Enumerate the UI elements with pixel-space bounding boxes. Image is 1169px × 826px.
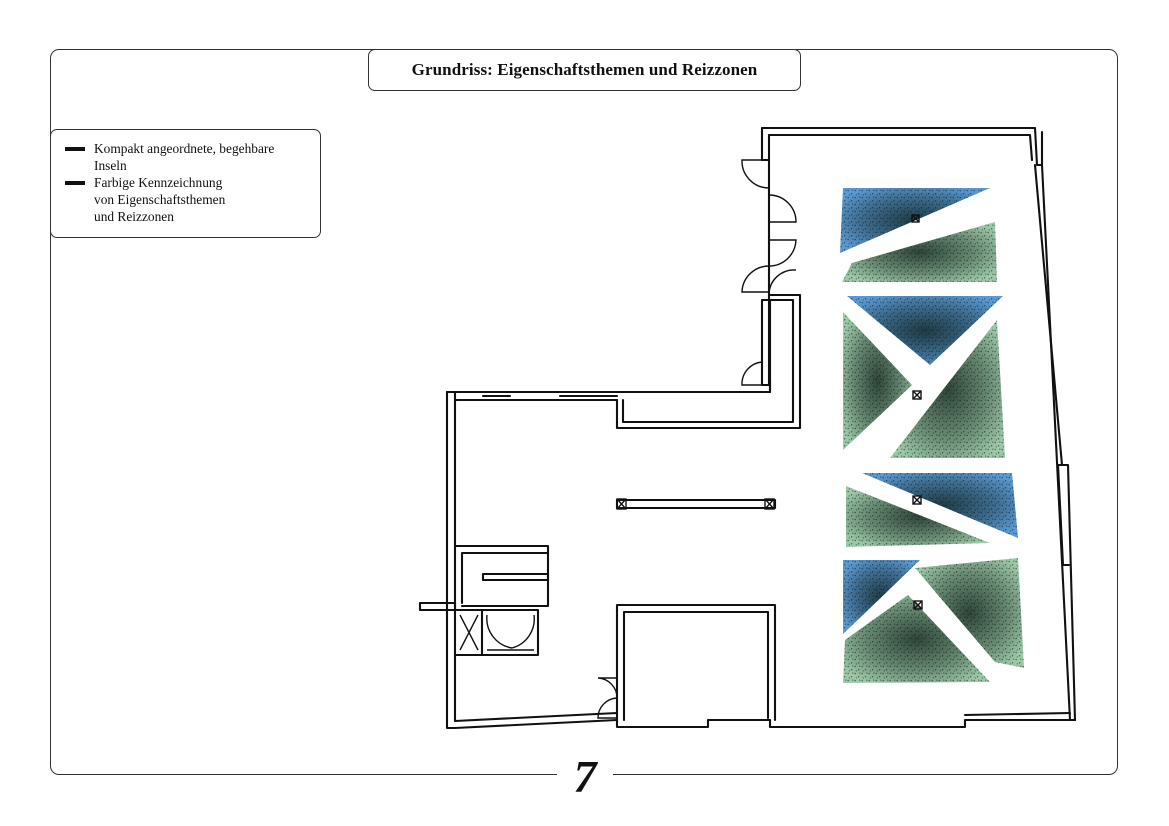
legend-item-label: Kompakt angeordnete, begehbare Inseln <box>94 141 275 173</box>
zone-stipple <box>842 222 997 282</box>
outer-walls <box>445 126 1077 730</box>
legend-item-label: Farbige Kennzeichnung von Eigenschaftsth… <box>94 175 226 224</box>
zone-stipple <box>843 560 920 634</box>
zone-stipple <box>843 595 990 683</box>
zone-stipple <box>840 188 990 253</box>
zone-stipple <box>846 486 990 547</box>
zone-stipple <box>915 558 1024 668</box>
zone-stipple <box>862 473 1018 538</box>
page-number: 7 <box>557 750 613 804</box>
zone-stipple <box>890 320 1005 458</box>
doors-upper <box>741 159 797 386</box>
left-rooms <box>418 544 550 657</box>
zone-islands <box>840 188 1024 683</box>
legend-bullet-icon <box>65 147 85 151</box>
legend: Kompakt angeordnete, begehbare Inseln Fa… <box>50 129 321 238</box>
columns <box>911 214 923 610</box>
central-partition <box>615 498 777 510</box>
legend-bullet-icon <box>65 181 85 185</box>
lower-room <box>597 603 777 722</box>
legend-item: Farbige Kennzeichnung von Eigenschaftsth… <box>65 174 312 225</box>
legend-item: Kompakt angeordnete, begehbare Inseln <box>65 140 312 174</box>
zone-stipple <box>847 296 1003 365</box>
zone-stipple <box>843 312 912 450</box>
page-title: Grundriss: Eigenschaftsthemen und Reizzo… <box>368 49 801 91</box>
